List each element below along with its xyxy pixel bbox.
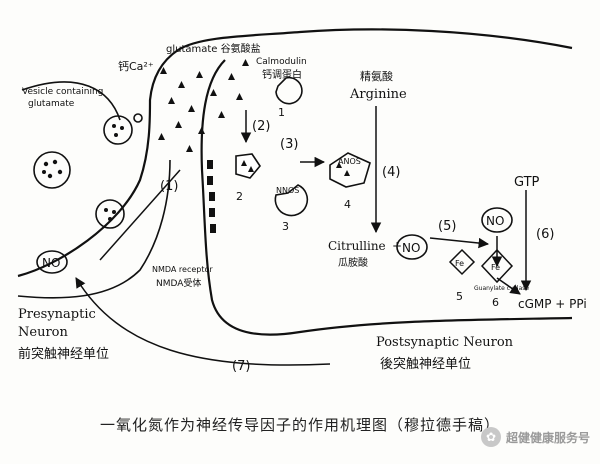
label-step-4: (4) [382,165,400,180]
vesicle-dots [42,124,124,221]
label-calmodulin-en: Calmodulin [256,57,307,67]
label-anos: ANOS [338,157,361,166]
no-circle-guanylate [481,207,513,233]
label-vesicle-2: glutamate [28,99,75,109]
presynaptic-membrane-outer [21,81,121,121]
no-circle-presynaptic [36,250,68,274]
label-num-5: 5 [456,290,463,303]
label-fe-1: Fe [455,259,464,268]
label-guanylate: Guanylate cyclase [474,285,529,292]
label-presynaptic-cn: 前突触神经单位 [18,346,109,362]
label-glutamate-release: glutamate 谷氨酸盐 [166,42,261,55]
label-step-3: (3) [280,137,298,152]
label-nmda-cn: NMDA受体 [156,277,201,289]
label-vesicle: Vesicle containing [22,87,103,97]
label-fe-2: Fe [491,263,500,272]
label-no-guanylate: NO [486,214,504,228]
calmodulin-bound-shape [235,153,261,179]
label-citrulline-cn: 瓜胺酸 [338,256,368,269]
label-no-presynaptic: NO [42,256,60,270]
label-num-2: 2 [236,190,243,203]
label-no-postsynaptic: NO [402,241,420,255]
presynaptic-membrane [17,28,573,278]
label-postsynaptic-cn: 後突触神经单位 [380,356,471,372]
nnos-enzyme-shape [274,184,309,217]
label-nnos: NNOS [276,186,299,195]
no-circle-postsynaptic [396,234,428,260]
watermark: ✿ 超健健康服务号 [480,424,590,450]
fe-diamond-2 [480,248,514,284]
label-gtp: GTP [514,175,540,190]
label-cgmp: cGMP + PPi [518,297,587,311]
fe-diamond-1 [448,248,476,276]
label-nmda-en: NMDA receptor [152,265,213,274]
label-plus: + [392,239,402,253]
label-step-2: (2) [252,119,270,134]
figure-caption: 一氧化氮作为神经传导因子的作用机理图（穆拉德手稿） [99,416,500,434]
label-ca: 钙Ca²⁺ [118,59,154,73]
label-step-7: (7) [232,359,250,374]
label-presynaptic-en-1: Presynaptic [18,307,96,322]
postsynaptic-membrane [200,59,573,336]
vesicles [33,113,143,229]
anos-triangles [336,162,350,176]
label-arginine-en: Arginine [349,87,407,102]
label-calmodulin-cn: 钙调蛋白 [262,68,302,81]
label-num-6: 6 [492,296,499,309]
label-postsynaptic-en: Postsynaptic Neuron [376,335,514,350]
label-citrulline: Citrulline [328,239,386,253]
label-num-4: 4 [344,198,351,211]
label-arginine-cn: 精氨酸 [360,69,393,83]
watermark-text: 超健健康服务号 [505,430,590,445]
anos-enzyme-shape [329,152,371,188]
label-presynaptic-en-2: Neuron [18,325,68,340]
bound-triangles [241,160,254,172]
arrows [75,106,532,366]
label-step-1: (1) [160,179,178,194]
wechat-icon: ✿ [480,427,501,447]
nmda-receptor-channels [207,160,216,233]
presynaptic-lower-membrane [17,159,171,299]
calmodulin-shape [275,76,303,105]
label-step1-num: 1 [278,106,285,119]
label-step-6: (6) [536,227,554,242]
glutamate-particles [158,59,249,152]
label-num-3: 3 [282,220,289,233]
label-step-5: (5) [438,219,456,234]
